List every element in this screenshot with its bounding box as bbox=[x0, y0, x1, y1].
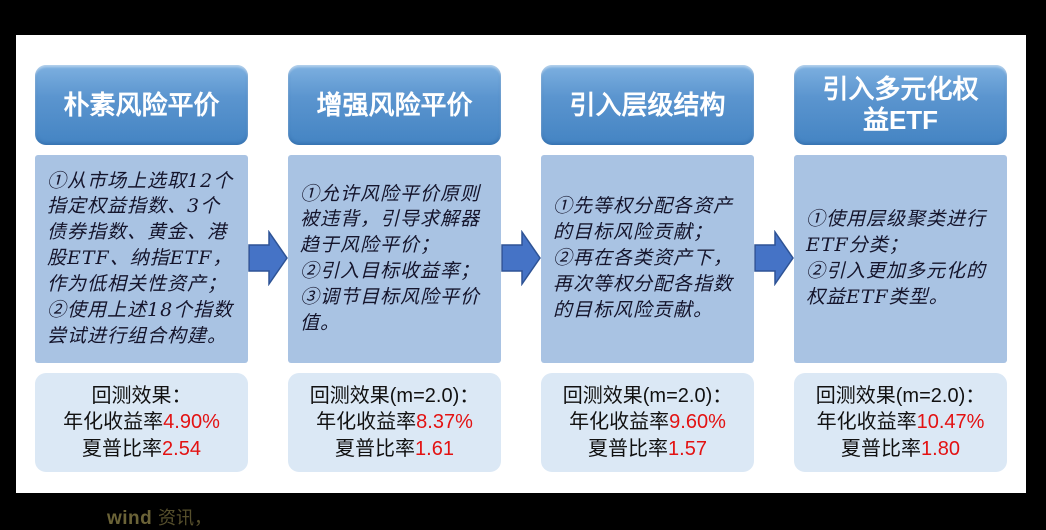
stage-2-description: ①允许风险平价原则被违背，引导求解器趋于风险平价； ②引入目标收益率； ③调节目… bbox=[288, 155, 501, 363]
stage-1-results: 回测效果： 年化收益率4.90% 夏普比率2.54 bbox=[35, 373, 248, 472]
stage-1-annual-return-line: 年化收益率4.90% bbox=[35, 409, 248, 435]
sharpe-label: 夏普比率 bbox=[82, 437, 163, 460]
right-arrow-icon bbox=[248, 230, 288, 286]
stage-2-result-title: 回测效果(m=2.0)： bbox=[309, 384, 480, 407]
stage-1-sharpe-line: 夏普比率2.54 bbox=[35, 436, 248, 462]
sharpe-value: 1.61 bbox=[415, 437, 454, 460]
right-arrow-icon bbox=[501, 230, 541, 286]
diagram-panel: 朴素风险平价 ①从市场上选取12个指定权益指数、3个债券指数、黄金、港股ETF、… bbox=[16, 35, 1026, 493]
annual-return-label: 年化收益率 bbox=[63, 411, 164, 434]
source-watermark: wind 资讯， bbox=[107, 504, 212, 530]
stage-3-result-title: 回测效果(m=2.0)： bbox=[562, 384, 733, 407]
sharpe-label: 夏普比率 bbox=[588, 437, 669, 460]
stage-1-result-title: 回测效果： bbox=[91, 384, 192, 407]
annual-return-value: 4.90% bbox=[163, 411, 220, 434]
stage-3-description: ①先等权分配各资产的目标风险贡献； ②再在各类资产下，再次等权分配各指数的目标风… bbox=[541, 155, 754, 363]
stage-4-results: 回测效果(m=2.0)： 年化收益率10.47% 夏普比率1.80 bbox=[794, 373, 1007, 472]
stage-3-annual-return-line: 年化收益率9.60% bbox=[541, 409, 754, 435]
stage-column-hierarchical-structure: 引入层级结构 ①先等权分配各资产的目标风险贡献； ②再在各类资产下，再次等权分配… bbox=[541, 35, 754, 493]
sharpe-value: 1.80 bbox=[921, 437, 960, 460]
annual-return-label: 年化收益率 bbox=[316, 411, 417, 434]
stage-3-title: 引入层级结构 bbox=[541, 65, 754, 145]
stage-column-diversified-equity-etf: 引入多元化权益ETF ①使用层级聚类进行ETF分类； ②引入更加多元化的权益ET… bbox=[794, 35, 1007, 493]
stage-column-enhanced-risk-parity: 增强风险平价 ①允许风险平价原则被违背，引导求解器趋于风险平价； ②引入目标收益… bbox=[288, 35, 501, 493]
stage-2-results: 回测效果(m=2.0)： 年化收益率8.37% 夏普比率1.61 bbox=[288, 373, 501, 472]
wind-logo-text: wind bbox=[107, 508, 153, 529]
stage-4-annual-return-line: 年化收益率10.47% bbox=[794, 409, 1007, 435]
right-arrow-icon bbox=[754, 230, 794, 286]
stage-4-title: 引入多元化权益ETF bbox=[794, 65, 1007, 145]
flow-arrow-2 bbox=[501, 35, 541, 493]
stage-2-annual-return-line: 年化收益率8.37% bbox=[288, 409, 501, 435]
annual-return-value: 10.47% bbox=[916, 411, 985, 434]
annual-return-value: 9.60% bbox=[669, 411, 726, 434]
stage-1-description: ①从市场上选取12个指定权益指数、3个债券指数、黄金、港股ETF、纳指ETF，作… bbox=[35, 155, 248, 363]
stage-4-description: ①使用层级聚类进行ETF分类； ②引入更加多元化的权益ETF类型。 bbox=[794, 155, 1007, 363]
stage-4-sharpe-line: 夏普比率1.80 bbox=[794, 436, 1007, 462]
stage-3-sharpe-line: 夏普比率1.57 bbox=[541, 436, 754, 462]
stage-column-naive-risk-parity: 朴素风险平价 ①从市场上选取12个指定权益指数、3个债券指数、黄金、港股ETF、… bbox=[35, 35, 248, 493]
sharpe-value: 2.54 bbox=[162, 437, 201, 460]
annual-return-label: 年化收益率 bbox=[816, 411, 917, 434]
stage-3-results: 回测效果(m=2.0)： 年化收益率9.60% 夏普比率1.57 bbox=[541, 373, 754, 472]
stage-2-sharpe-line: 夏普比率1.61 bbox=[288, 436, 501, 462]
sharpe-value: 1.57 bbox=[668, 437, 707, 460]
flow-arrow-1 bbox=[248, 35, 288, 493]
sharpe-label: 夏普比率 bbox=[335, 437, 416, 460]
source-suffix: 资讯， bbox=[152, 508, 213, 529]
sharpe-label: 夏普比率 bbox=[841, 437, 922, 460]
stage-4-result-title: 回测效果(m=2.0)： bbox=[815, 384, 986, 407]
stage-2-title: 增强风险平价 bbox=[288, 65, 501, 145]
stage-1-title: 朴素风险平价 bbox=[35, 65, 248, 145]
annual-return-label: 年化收益率 bbox=[569, 411, 670, 434]
flow-arrow-3 bbox=[754, 35, 794, 493]
annual-return-value: 8.37% bbox=[416, 411, 473, 434]
